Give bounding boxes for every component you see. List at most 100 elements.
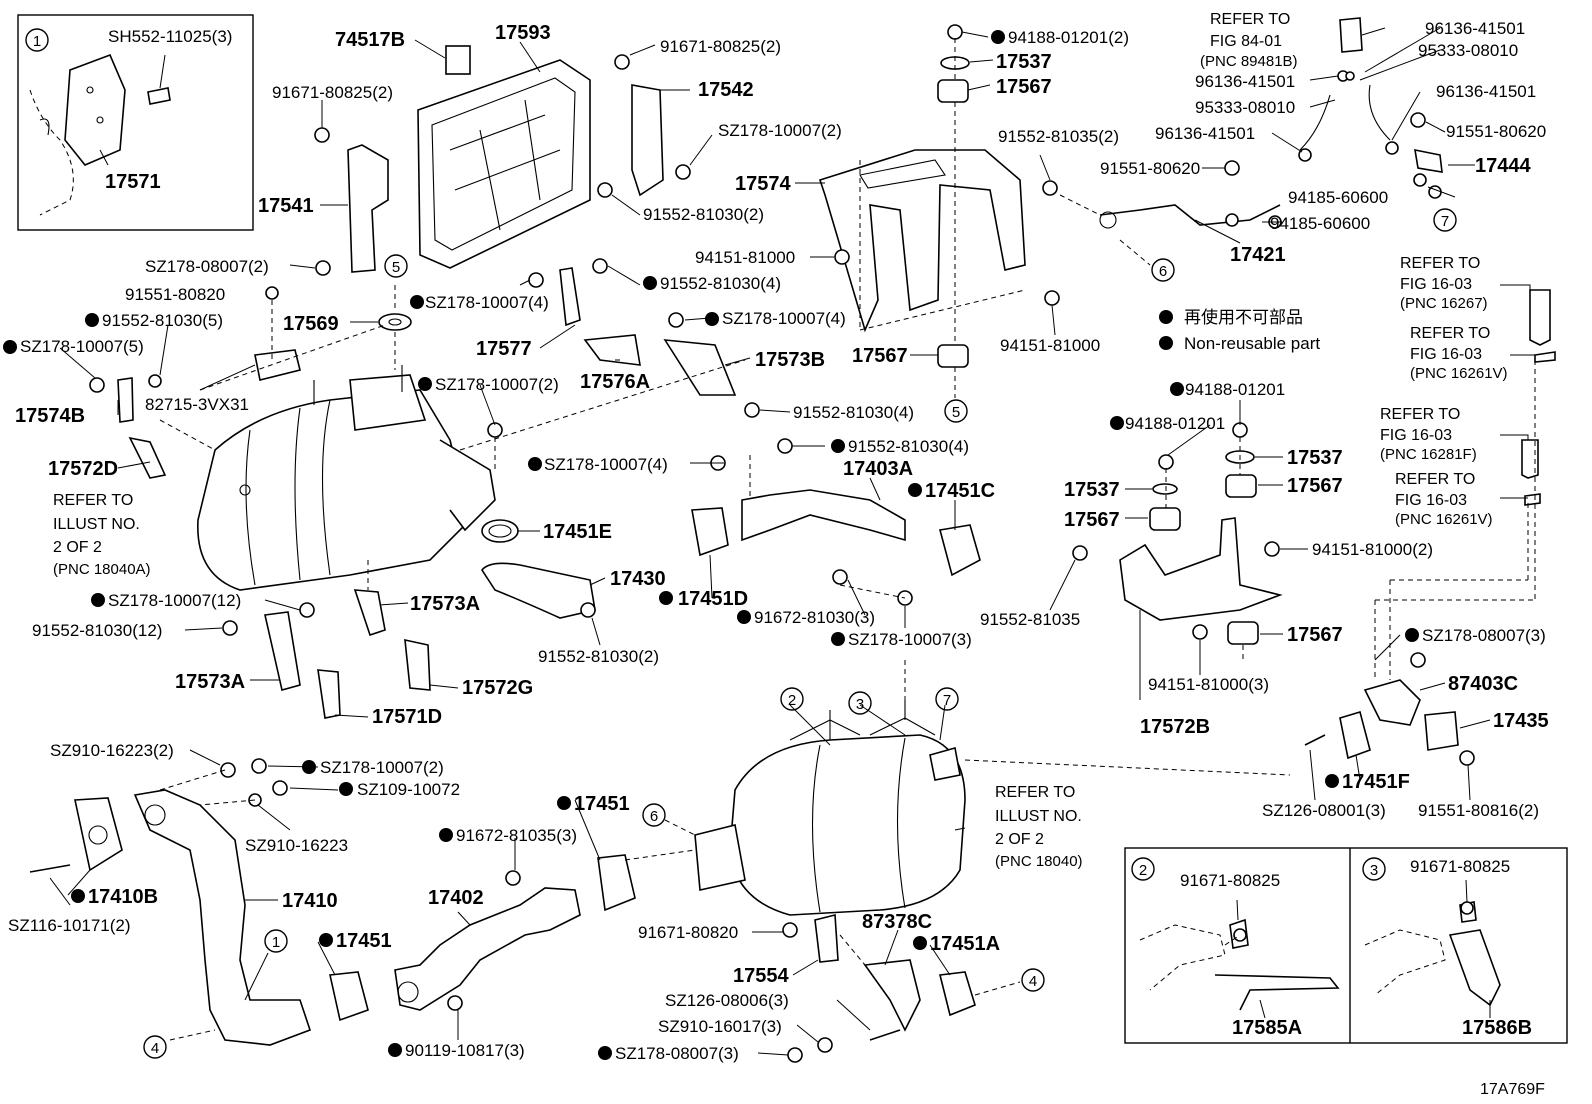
label-sz178-10007-3: SZ178-10007(3) <box>848 630 972 649</box>
label-17403a: 17403A <box>843 458 913 480</box>
bracket-17577-shape <box>559 267 581 327</box>
mount-17567-top <box>937 79 969 103</box>
label-17567-top: 17567 <box>996 76 1052 98</box>
label-17576a: 17576A <box>580 371 650 393</box>
label-87378c: 87378C <box>862 911 932 933</box>
ref-fig84-l2: FIG 84-01 <box>1210 33 1282 50</box>
label-sz178-10007-4a: SZ178-10007(4) <box>425 293 549 312</box>
label-91551-80620-a: 91551-80620 <box>1100 159 1200 178</box>
label-91552-81030-4b: 91552-81030(4) <box>793 403 914 422</box>
label-sz109-10072: SZ109-10072 <box>357 780 460 799</box>
label-17574: 17574 <box>735 173 791 195</box>
label-94185-60600-b: 94185-60600 <box>1270 214 1370 233</box>
label-96136-41501-c: 96136-41501 <box>1155 124 1255 143</box>
bracket-17571-shape <box>64 53 126 166</box>
label-17451e: 17451E <box>543 521 612 543</box>
label-17572g: 17572G <box>462 677 533 699</box>
label-17451-center: 17451 <box>574 793 630 815</box>
gasket-17451f-shape <box>1339 710 1371 760</box>
label-17577: 17577 <box>476 338 532 360</box>
callout-5-upper: 5 <box>392 259 400 276</box>
callout-1-inset: 1 <box>33 33 41 50</box>
diagram-code: 17A769F <box>1480 1081 1545 1098</box>
label-plate-74517b <box>445 45 471 75</box>
label-17410: 17410 <box>282 890 338 912</box>
bracket-17572d-shape <box>128 436 167 479</box>
ref-illA-l3: 2 OF 2 <box>53 539 102 556</box>
gasket-17451d-shape <box>691 507 729 557</box>
label-17569: 17569 <box>283 313 339 335</box>
ref-16261a-pnc: (PNC 16261V) <box>1410 365 1508 382</box>
pipe-17403a-shape <box>741 489 906 542</box>
label-17573b: 17573B <box>755 349 825 371</box>
ref-16281-l1: REFER TO <box>1380 406 1460 423</box>
legend-jp: 再使用不可部品 <box>1184 307 1303 327</box>
inset-box-1 <box>17 14 254 231</box>
label-sz178-08007-2: SZ178-08007(2) <box>145 257 269 276</box>
label-17402: 17402 <box>428 887 484 909</box>
ref-16281-pnc: (PNC 16281F) <box>1380 446 1477 463</box>
label-sz178-08007-3a: SZ178-08007(3) <box>1422 626 1546 645</box>
label-91552-81030-5: 91552-81030(5) <box>102 311 223 330</box>
label-sz178-10007-4b: SZ178-10007(4) <box>722 309 846 328</box>
label-sz126-08006-3: SZ126-08006(3) <box>665 991 789 1010</box>
callout-6-lower: 6 <box>650 808 658 825</box>
callout-2-main: 2 <box>788 692 796 709</box>
callout-3-inset: 3 <box>1370 862 1378 879</box>
gasket-17451a-shape <box>939 971 976 1017</box>
bracket-17572g-shape <box>404 638 431 691</box>
label-sz178-08007-3b: SZ178-08007(3) <box>615 1044 739 1063</box>
label-87403c: 87403C <box>1448 673 1518 695</box>
bracket-17586b-shape <box>1448 929 1501 1007</box>
label-17554: 17554 <box>733 965 789 987</box>
label-17430: 17430 <box>610 568 666 590</box>
label-17444: 17444 <box>1475 155 1531 177</box>
bracket-17573b-shape <box>663 339 737 396</box>
ref-16261b-l1: REFER TO <box>1395 471 1475 488</box>
label-17451a: 17451A <box>930 933 1000 955</box>
callout-circles: 1 5 5 6 6 7 7 2 3 1 4 4 2 3 <box>25 28 1457 1059</box>
gasket-17451c-shape <box>939 524 981 577</box>
ref-illA-l1: REFER TO <box>53 492 133 509</box>
pipe-17430-shape <box>481 562 596 619</box>
bracket-17585a-shape <box>1214 974 1340 1011</box>
callout-4-right: 4 <box>1029 973 1037 990</box>
label-17451-left: 17451 <box>336 930 392 952</box>
label-17451f: 17451F <box>1342 771 1410 793</box>
inset-box-2-3 <box>1124 847 1568 1044</box>
ref-fig84-l1: REFER TO <box>1210 11 1290 28</box>
label-17567-mid: 17567 <box>852 345 908 367</box>
ref-16261a-l2: FIG 16-03 <box>1410 346 1482 363</box>
sensor-17421-shape <box>1099 204 1281 226</box>
ref-illB-l2: ILLUST NO. <box>995 808 1082 825</box>
label-17585a: 17585A <box>1232 1017 1302 1039</box>
mount-17567-right <box>1225 474 1257 498</box>
label-17573a-lower: 17573A <box>175 671 245 693</box>
label-sz178-10007-2a: SZ178-10007(2) <box>718 121 842 140</box>
mount-17567-mid <box>937 344 969 368</box>
bracket-87378c-shape <box>863 959 921 1032</box>
label-sz910-16223-2: SZ910-16223(2) <box>50 741 174 760</box>
label-17567-right: 17567 <box>1287 475 1343 497</box>
ref-illB-l1: REFER TO <box>995 784 1075 801</box>
label-74517b: 74517B <box>335 29 405 51</box>
legend-en: Non-reusable part <box>1184 334 1320 353</box>
label-91552-81035-2: 91552-81035(2) <box>998 127 1119 146</box>
bracket-17571d-shape <box>317 669 341 719</box>
bracket-17573a-upper <box>353 589 386 637</box>
ref-16267-l1: REFER TO <box>1400 255 1480 272</box>
converter-center-shape <box>729 734 966 916</box>
label-17572b: 17572B <box>1140 716 1210 738</box>
sensor-17444-shape <box>1414 148 1443 173</box>
bracket-17576a-shape <box>583 334 641 366</box>
ref-16267-l2: FIG 16-03 <box>1400 276 1472 293</box>
ref-illB-pnc: (PNC 18040) <box>995 853 1083 870</box>
gasket-17410b-shape <box>74 797 123 872</box>
callout-7-lower: 7 <box>943 692 951 709</box>
ref-16261b-pnc: (PNC 16261V) <box>1395 511 1493 528</box>
label-94151-81000-2: 94151-81000(2) <box>1312 540 1433 559</box>
gasket-17451-left <box>329 971 369 1022</box>
bracket-17574-shape <box>818 149 1026 333</box>
label-91671-80825-b: 91671-80825 <box>1410 857 1510 876</box>
